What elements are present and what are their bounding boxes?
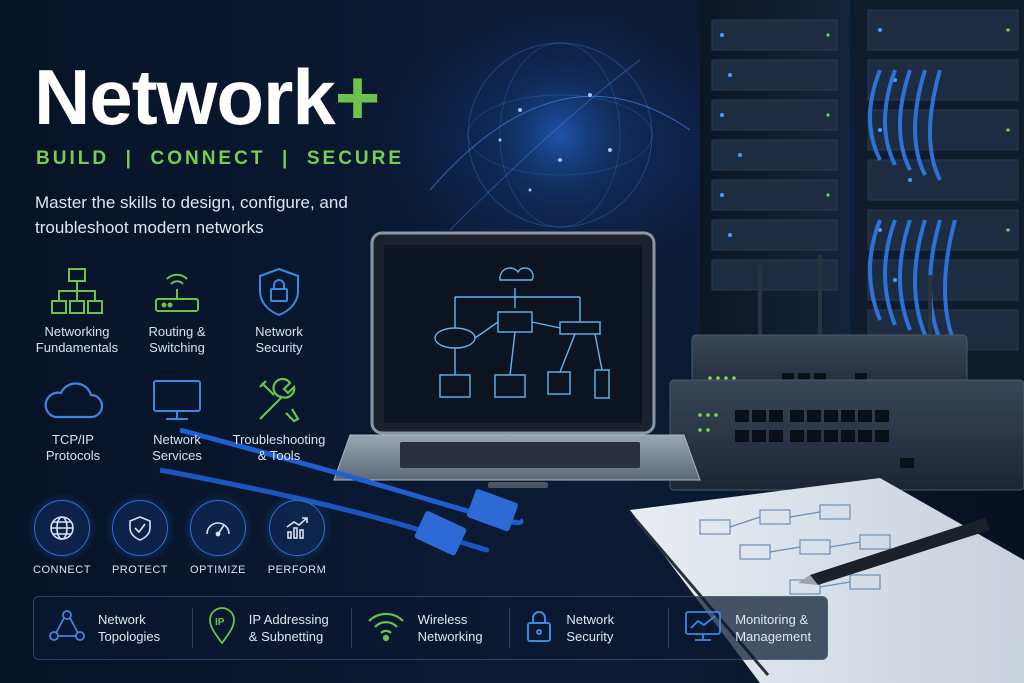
topic-label-line1: Wireless: [417, 612, 468, 627]
topic-label-line2: Security: [566, 629, 614, 644]
monitor-chart-icon: [683, 609, 723, 648]
feature-label-line1: Network: [255, 324, 303, 339]
topic-label-line1: Monitoring &: [735, 612, 809, 627]
feature-label-line2: Protocols: [45, 448, 101, 463]
shield-lock-icon: [224, 262, 334, 322]
badge-protect: PROTECT: [95, 500, 185, 576]
title-plus: +: [334, 53, 381, 141]
topic-ip-addressing: IP IP Addressing & Subnetting: [193, 606, 352, 650]
page-title: Network+: [34, 58, 380, 136]
topic-label-line1: Network: [98, 612, 146, 627]
router-icon: [122, 262, 232, 322]
monitor-icon: [122, 370, 232, 430]
globe-graphic: [429, 40, 691, 231]
tools-icon: [224, 370, 334, 430]
subtitle: Master the skills to design, configure, …: [35, 193, 348, 237]
feature-label-line2: Security: [255, 340, 303, 355]
topic-label-line1: Network: [566, 612, 615, 627]
feature-label-line1: TCP/IP: [52, 432, 94, 447]
feature-label-line1: Network: [153, 432, 201, 447]
badge-optimize: OPTIMIZE: [173, 500, 263, 576]
svg-text:IP: IP: [215, 617, 225, 628]
shield-check-icon: [112, 500, 168, 556]
gauge-icon: [190, 500, 246, 556]
feature-label-line2: & Tools: [257, 448, 301, 463]
wifi-icon: [366, 610, 406, 647]
chart-up-icon: [269, 500, 325, 556]
feature-label-line2: Fundamentals: [35, 340, 119, 355]
badge-perform: PERFORM: [252, 500, 342, 576]
topic-label-line2: & Subnetting: [248, 629, 324, 644]
tagline: BUILD | CONNECT | SECURE: [36, 148, 405, 169]
feature-troubleshooting-tools: Troubleshooting& Tools: [224, 370, 334, 464]
badge-label: PROTECT: [111, 564, 169, 576]
ethernet-cables: [159, 427, 524, 556]
badge-label: PERFORM: [267, 564, 327, 576]
topic-label-line2: Topologies: [98, 629, 161, 644]
cloud-icon: [18, 370, 128, 430]
laptop-graphic: [333, 231, 701, 488]
title-main: Network: [34, 53, 336, 141]
feature-label-line2: Services: [152, 448, 202, 463]
ip-pin-icon: IP: [207, 606, 237, 650]
feature-routing-switching: Routing &Switching: [122, 262, 232, 356]
network-switches: [669, 255, 1024, 491]
badge-label: OPTIMIZE: [190, 564, 246, 576]
feature-label-line1: Troubleshooting: [232, 432, 326, 447]
feature-label-line1: Routing &: [148, 324, 206, 339]
padlock-icon: [524, 608, 554, 649]
network-diagram-icon: [22, 262, 132, 322]
topology-icon: [48, 609, 86, 648]
badge-label: CONNECT: [33, 564, 91, 576]
feature-label-line2: Switching: [149, 340, 205, 355]
badge-connect: CONNECT: [17, 500, 107, 576]
topic-label-line1: IP Addressing: [248, 612, 329, 627]
feature-label-line1: Networking: [44, 324, 110, 339]
topic-label-line2: Management: [735, 629, 812, 644]
topic-label-line2: Networking: [417, 629, 483, 644]
globe-icon: [34, 500, 90, 556]
topic-monitoring-management: Monitoring & Management: [669, 608, 827, 648]
